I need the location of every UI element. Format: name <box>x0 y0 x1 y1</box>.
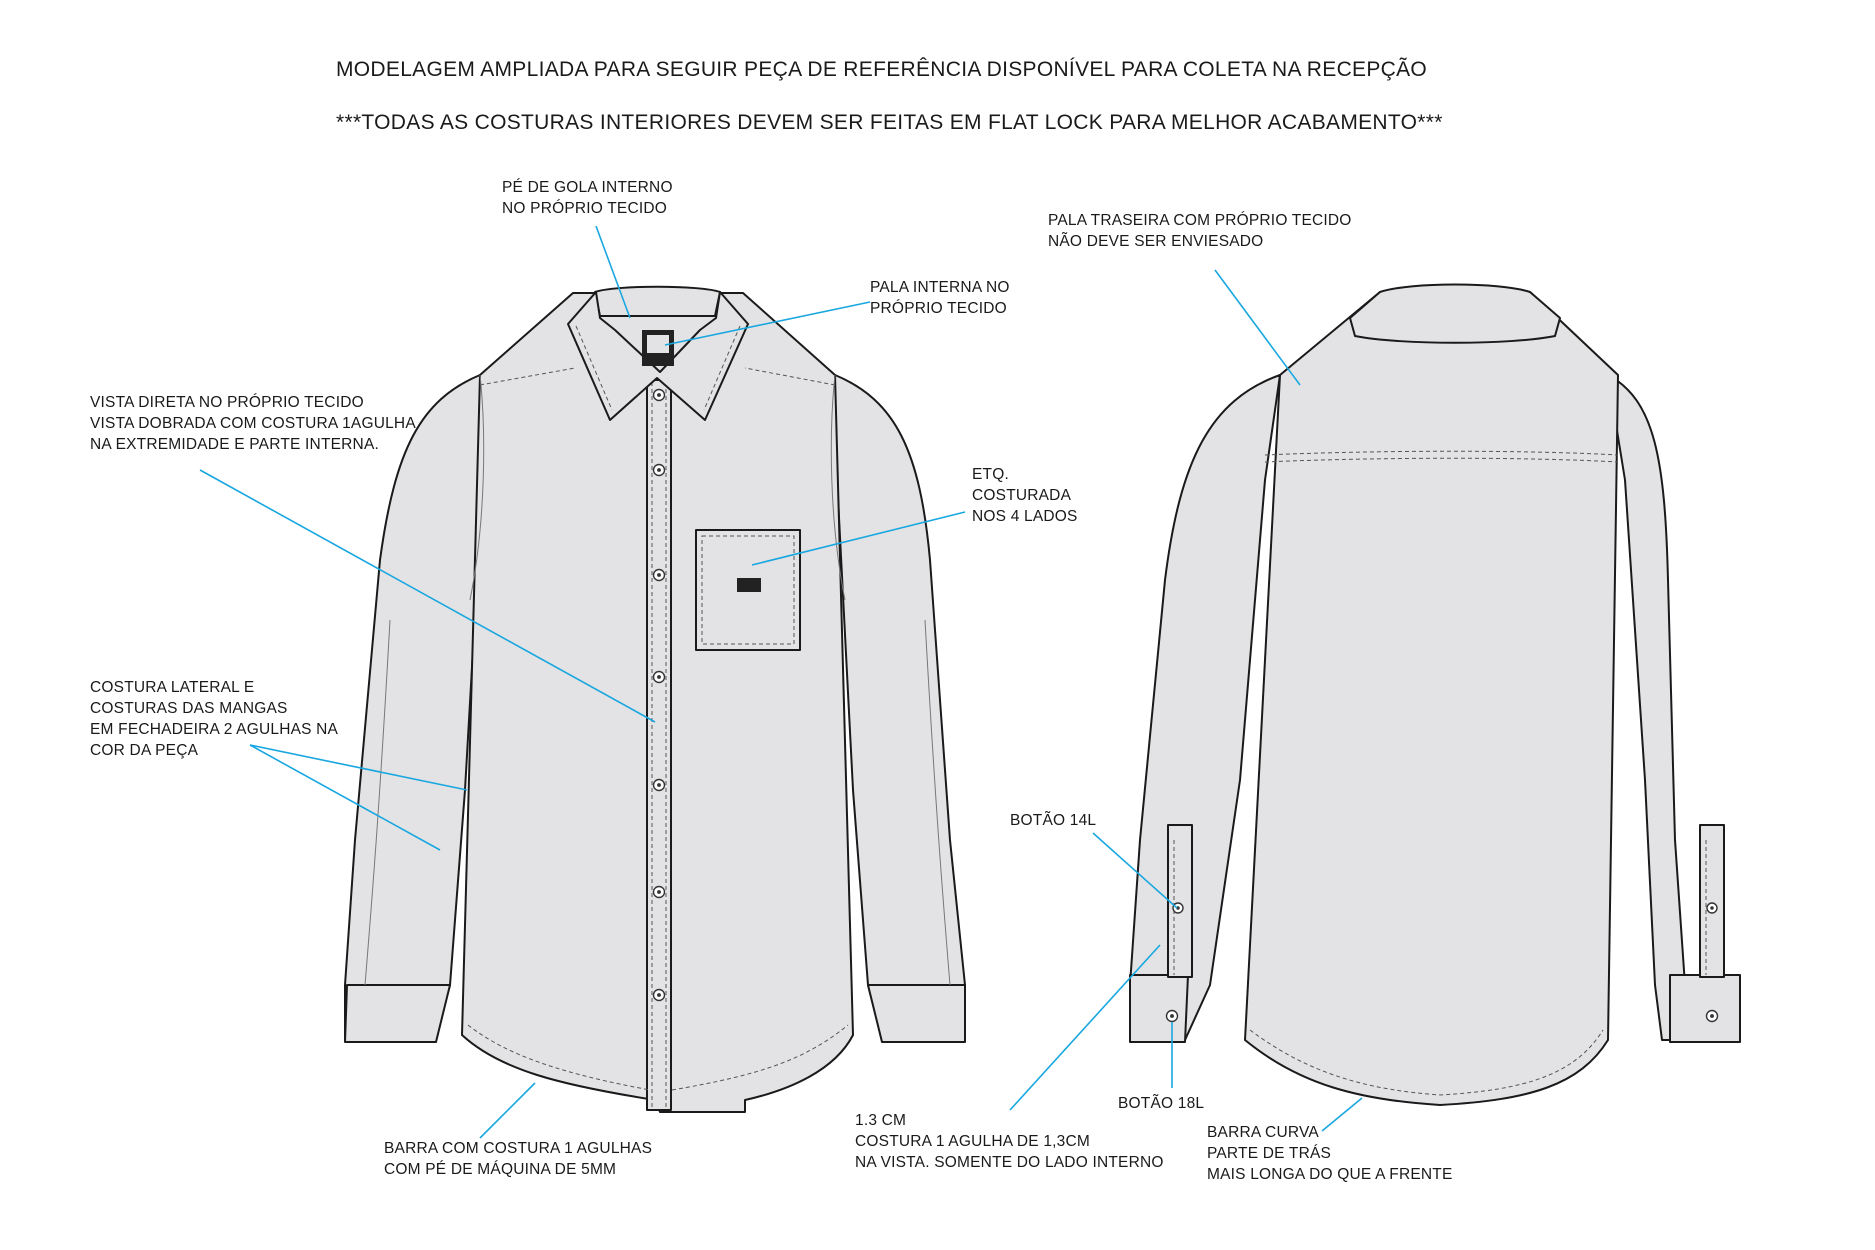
leader-placket <box>199 469 656 723</box>
leader-side-seam-1 <box>249 744 468 791</box>
note-collar-stand: PÉ DE GOLA INTERNO NO PRÓPRIO TECIDO <box>502 179 673 217</box>
back-right-sleeve <box>1607 374 1686 1041</box>
leader-inner-yoke <box>664 301 871 346</box>
leader-lines <box>199 225 1363 1139</box>
note-placket: VISTA DIRETA NO PRÓPRIO TECIDO VISTA DOB… <box>90 394 416 453</box>
leader-side-seam-2 <box>249 744 441 851</box>
front-right-cuff <box>867 984 966 1043</box>
header-line-1: MODELAGEM AMPLIADA PARA SEGUIR PEÇA DE R… <box>336 58 1428 81</box>
leader-cuff-stitch <box>1009 944 1161 1111</box>
back-left-cuff-placket <box>1167 824 1193 978</box>
back-right-cuff-placket <box>1699 824 1725 978</box>
front-collar-stand <box>594 285 721 317</box>
front-collar <box>567 291 749 421</box>
header-line-2: ***TODAS AS COSTURAS INTERIORES DEVEM SE… <box>336 111 1443 134</box>
back-buttons <box>1165 902 1719 1023</box>
leader-collar-stand <box>595 225 631 319</box>
note-inner-yoke: PALA INTERNA NO PRÓPRIO TECIDO <box>870 279 1010 317</box>
front-left-cuff <box>344 984 451 1043</box>
note-hem-back: BARRA CURVA PARTE DE TRÁS MAIS LONGA DO … <box>1207 1124 1453 1183</box>
leader-hem-front <box>479 1082 536 1139</box>
shirt-back <box>1129 283 1741 1106</box>
note-cuff-stitch: 1.3 CM COSTURA 1 AGULHA DE 1,3CM NA VIST… <box>855 1112 1164 1171</box>
pocket-label <box>737 578 761 592</box>
front-buttons <box>652 388 666 1002</box>
leader-label <box>751 511 966 566</box>
note-back-yoke: PALA TRASEIRA COM PRÓPRIO TECIDO NÃO DEV… <box>1048 212 1352 250</box>
leader-button-14l <box>1092 832 1178 909</box>
note-button-14l: BOTÃO 14L <box>1010 812 1097 829</box>
front-placket <box>646 379 672 1111</box>
leader-hem-back <box>1321 1097 1363 1132</box>
note-side-seams: COSTURA LATERAL E COSTURAS DAS MANGAS EM… <box>90 679 339 759</box>
back-right-cuff <box>1669 974 1741 1043</box>
back-collar <box>1349 283 1561 344</box>
note-hem-front: BARRA COM COSTURA 1 AGULHAS COM PÉ DE MÁ… <box>384 1140 653 1178</box>
back-left-cuff <box>1129 974 1189 1043</box>
front-right-sleeve <box>834 374 966 1041</box>
note-label: ETQ. COSTURADA NOS 4 LADOS <box>972 466 1078 525</box>
note-button-18l: BOTÃO 18L <box>1118 1095 1205 1112</box>
leader-back-yoke <box>1214 269 1301 386</box>
back-body <box>1244 291 1619 1106</box>
shirt-front <box>344 285 966 1113</box>
